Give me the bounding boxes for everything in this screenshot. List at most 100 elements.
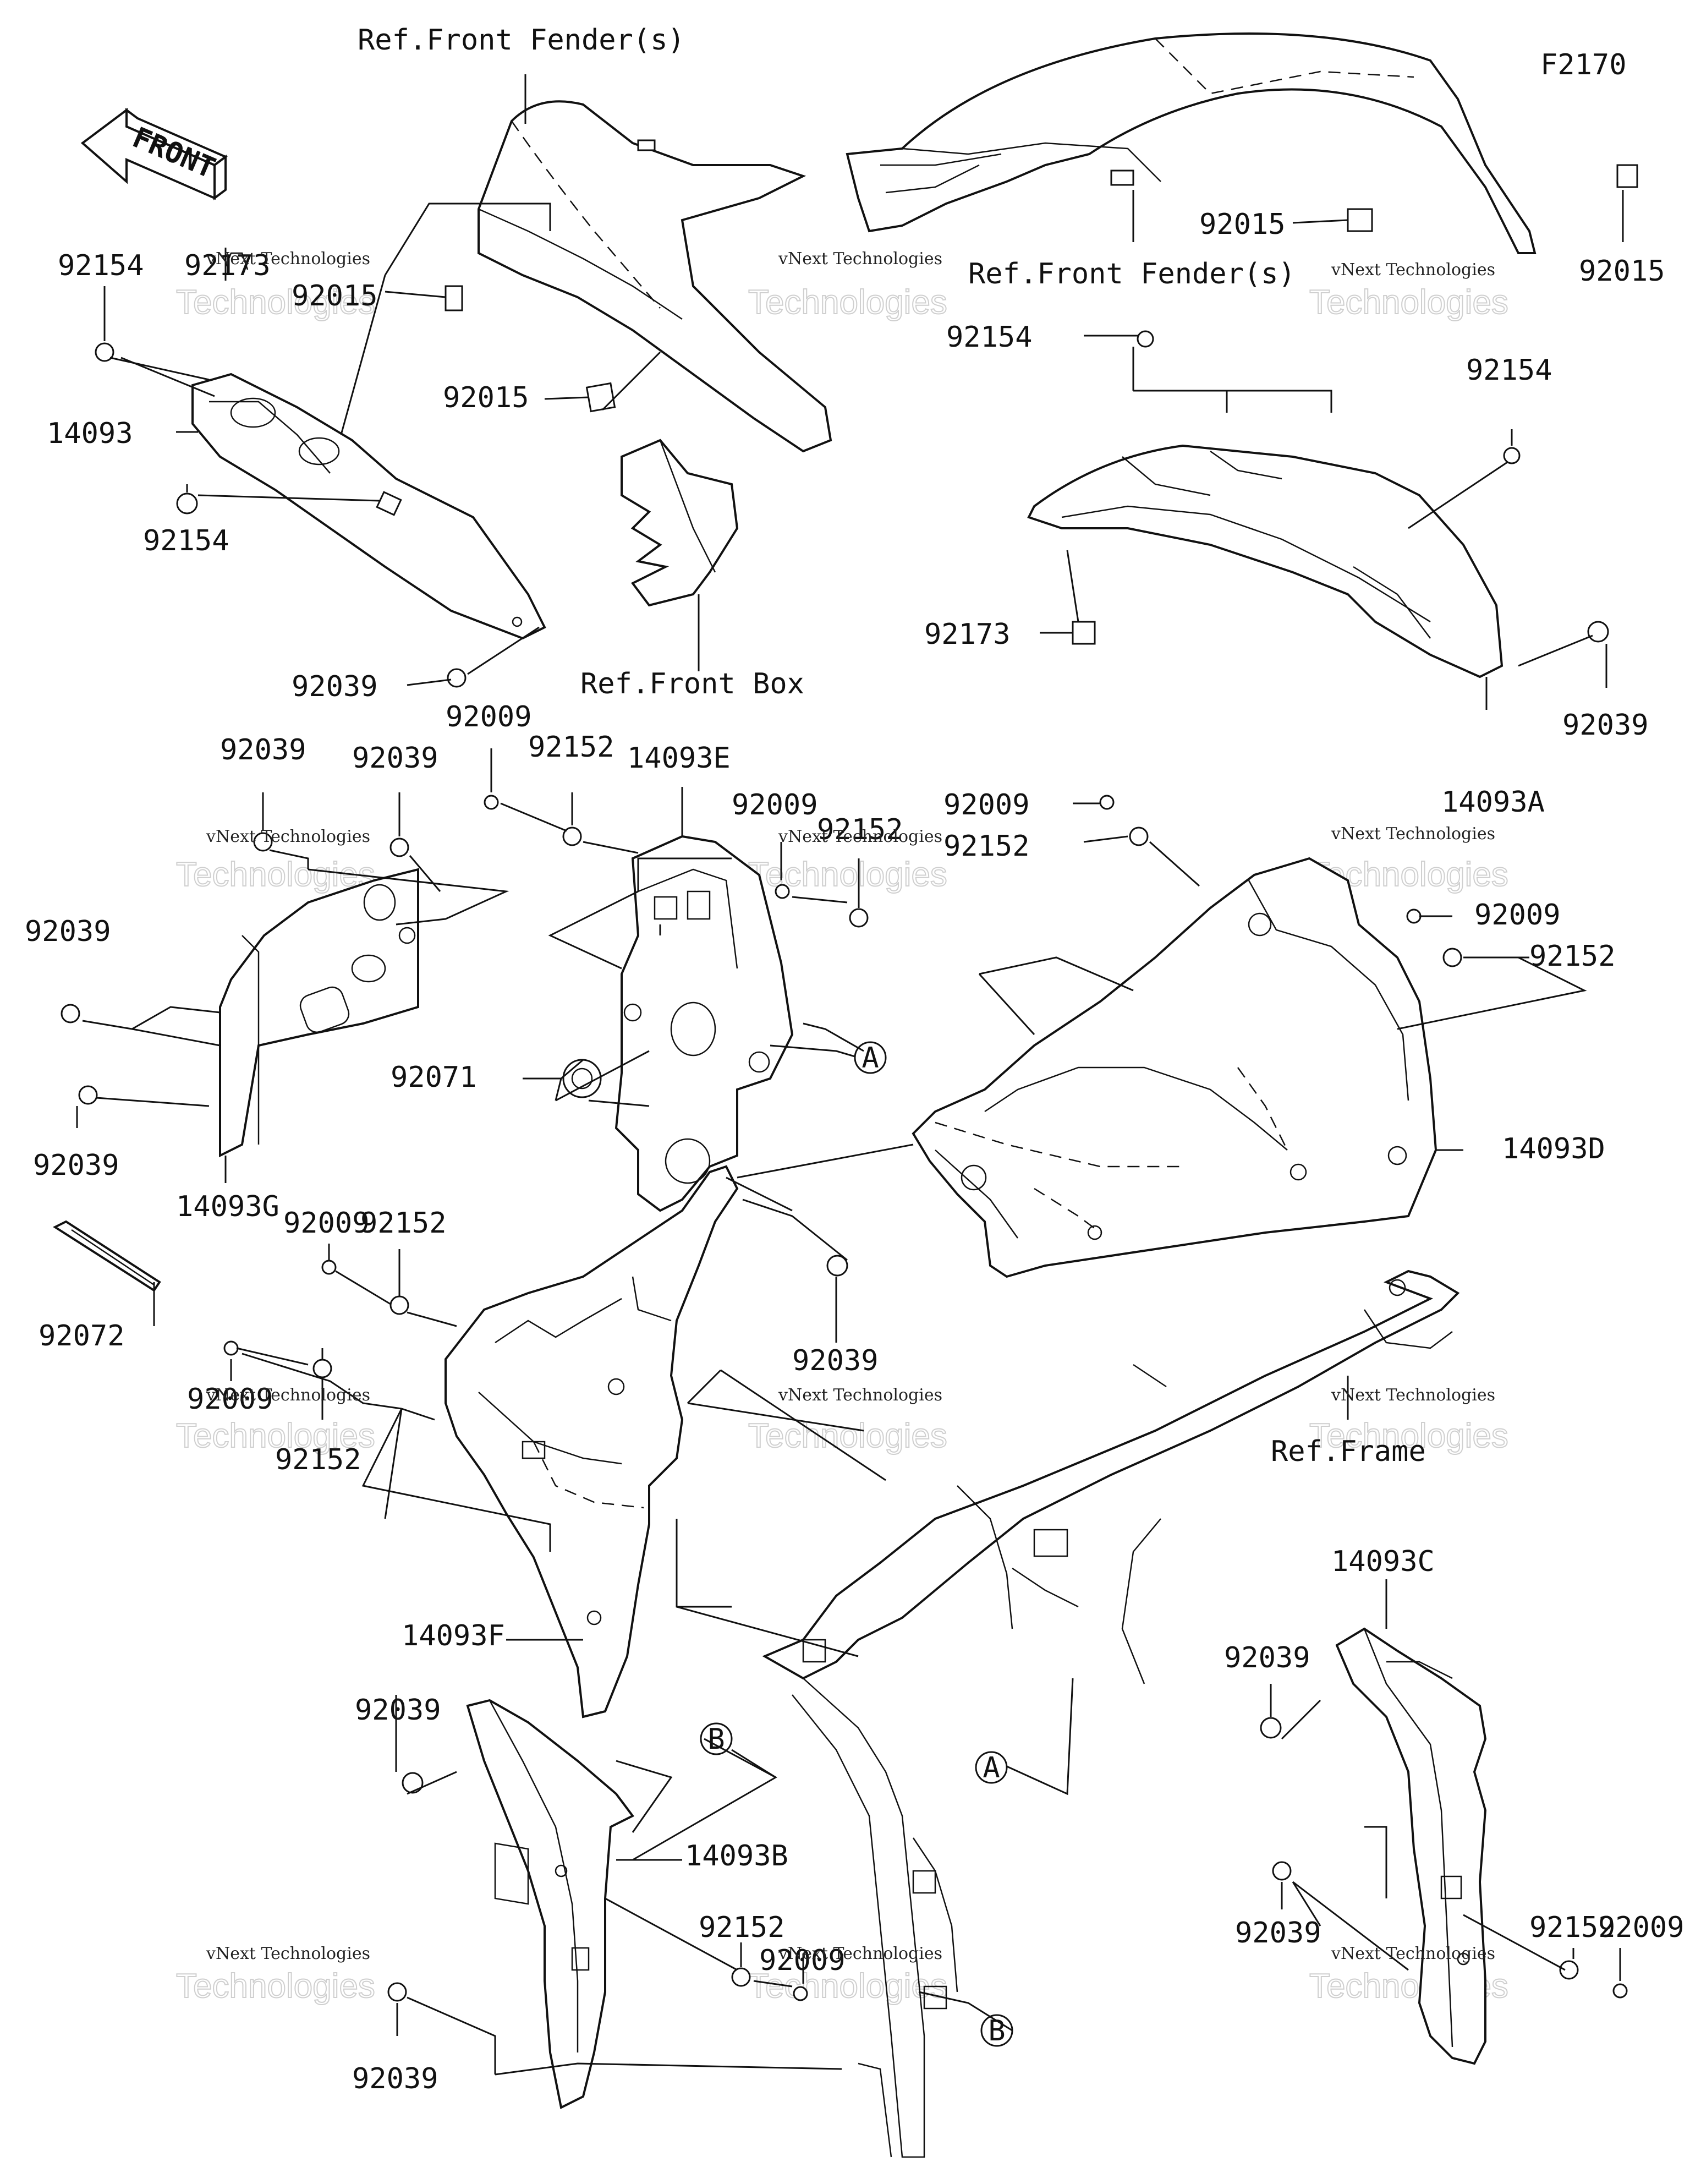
- washer-icon: [312, 1359, 332, 1378]
- part-number: 14093D: [1502, 1132, 1605, 1165]
- washer-icon: [849, 908, 869, 928]
- watermark-big: Technologies: [176, 283, 375, 321]
- part-number: 92152: [1529, 1911, 1616, 1944]
- washer-icon: [562, 826, 582, 846]
- part-number: 92152: [1529, 940, 1616, 973]
- part-number: 92152: [528, 731, 614, 764]
- panel-14093f: [445, 1165, 739, 1718]
- rivet-icon: [1137, 330, 1154, 348]
- watermark-text: vNext Technologies: [1331, 1386, 1495, 1405]
- part-number: 14093A: [1441, 786, 1545, 819]
- part-number: 92039: [792, 1344, 879, 1377]
- watermark-text: vNext Technologies: [778, 1944, 942, 1963]
- clip-icon: [1072, 621, 1096, 645]
- side-panel-14093: [191, 373, 546, 640]
- part-number: 92039: [292, 670, 378, 703]
- part-number: 92039: [25, 915, 111, 948]
- leader-lines: [76, 74, 1624, 2076]
- push-rivet-icon: [387, 1982, 407, 2002]
- side-panel-14093a: [1027, 444, 1504, 678]
- clip-icon: [1616, 164, 1638, 188]
- washer-icon: [731, 1967, 751, 1987]
- washer-icon: [1442, 948, 1462, 967]
- bolt-icon: [223, 1340, 239, 1356]
- grommet-icon: [562, 1059, 602, 1098]
- bolt-icon: [321, 1260, 337, 1275]
- part-number: 92152: [275, 1443, 361, 1476]
- part-number: 92009: [759, 1944, 846, 1977]
- part-number: 92154: [1466, 354, 1552, 387]
- part-number: 92152: [943, 830, 1030, 863]
- watermark-text: vNext Technologies: [778, 1386, 942, 1405]
- watermark-text: vNext Technologies: [778, 249, 942, 269]
- ref-front-box-label: Ref.Front Box: [580, 667, 804, 700]
- part-number: 92173: [924, 618, 1011, 651]
- part-number: 92039: [220, 734, 306, 767]
- push-rivet-icon: [447, 668, 467, 688]
- part-number: 14093E: [627, 742, 731, 775]
- part-number: 92039: [1235, 1917, 1321, 1950]
- callout-a-label: A: [862, 1042, 879, 1075]
- callout-a-label: A: [983, 1751, 1000, 1785]
- push-rivet-icon: [61, 1004, 80, 1023]
- part-number: 92039: [1562, 709, 1649, 742]
- push-rivet-icon: [402, 1772, 424, 1794]
- ref-frame-label: Ref.Frame: [1271, 1435, 1426, 1468]
- part-number: 92173: [184, 249, 271, 282]
- part-number: 92039: [355, 1694, 441, 1727]
- front-arrow-icon: FRONT: [80, 108, 228, 200]
- bolt-icon: [1099, 795, 1115, 810]
- part-number: 92015: [1199, 208, 1286, 241]
- part-number: 92152: [360, 1207, 447, 1240]
- part-number: 14093G: [176, 1190, 279, 1223]
- callout-a-upper: A: [854, 1041, 887, 1075]
- push-rivet-icon: [1587, 621, 1609, 643]
- shield-14093g: [219, 868, 419, 1158]
- part-number: 92009: [283, 1207, 370, 1240]
- part-number: 92009: [1598, 1911, 1684, 1944]
- callout-b-upper: B: [700, 1722, 733, 1756]
- ref-front-fender-label: Ref.Front Fender(s): [358, 24, 685, 57]
- watermark-text: vNext Technologies: [206, 1944, 370, 1963]
- rivet-icon: [1503, 447, 1521, 464]
- callout-b-label: B: [988, 2015, 1005, 2048]
- part-number: 92039: [1224, 1641, 1310, 1674]
- clip-icon: [445, 285, 463, 311]
- side-panel-14093d: [912, 857, 1437, 1278]
- part-number: 14093C: [1331, 1545, 1435, 1578]
- part-number: 92015: [443, 381, 529, 414]
- callout-a-lower: A: [975, 1751, 1008, 1785]
- watermark-big: Technologies: [176, 1967, 375, 2005]
- part-number: 92152: [699, 1911, 785, 1944]
- watermark-big: Technologies: [1309, 283, 1508, 321]
- part-number: 92009: [732, 789, 818, 822]
- part-number: 14093F: [402, 1619, 505, 1652]
- ref-front-fender-label: Ref.Front Fender(s): [968, 258, 1296, 291]
- bolt-icon: [1406, 908, 1422, 924]
- push-rivet-icon: [1260, 1717, 1282, 1739]
- front-fender-right: [846, 32, 1537, 254]
- push-rivet-icon: [253, 832, 273, 852]
- front-fender-left: [478, 100, 832, 453]
- watermark-big: Technologies: [1309, 1417, 1508, 1455]
- part-number: 92039: [352, 2062, 438, 2095]
- part-number: 14093B: [685, 1840, 788, 1873]
- rivet-icon: [176, 492, 198, 514]
- part-number: 92154: [143, 524, 229, 557]
- watermark-big: Technologies: [176, 1417, 375, 1455]
- watermark-text: vNext Technologies: [206, 827, 370, 846]
- frame-ref: [762, 1269, 1460, 2158]
- watermark-text: vNext Technologies: [206, 249, 370, 269]
- watermark-big: Technologies: [176, 856, 375, 894]
- part-number: 92152: [817, 813, 903, 846]
- watermark-company: vNext Technologies vNext Technologies vN…: [206, 249, 1495, 1963]
- bolt-icon: [793, 1986, 808, 2001]
- part-number: 92071: [391, 1061, 477, 1094]
- watermark-big: Technologies: [748, 1967, 947, 2005]
- watermark-text: vNext Technologies: [1331, 260, 1495, 280]
- callout-b-label: B: [707, 1723, 725, 1756]
- diagram-code: F2170: [1540, 48, 1627, 81]
- part-number: 92154: [58, 249, 144, 282]
- push-rivet-icon: [389, 838, 409, 857]
